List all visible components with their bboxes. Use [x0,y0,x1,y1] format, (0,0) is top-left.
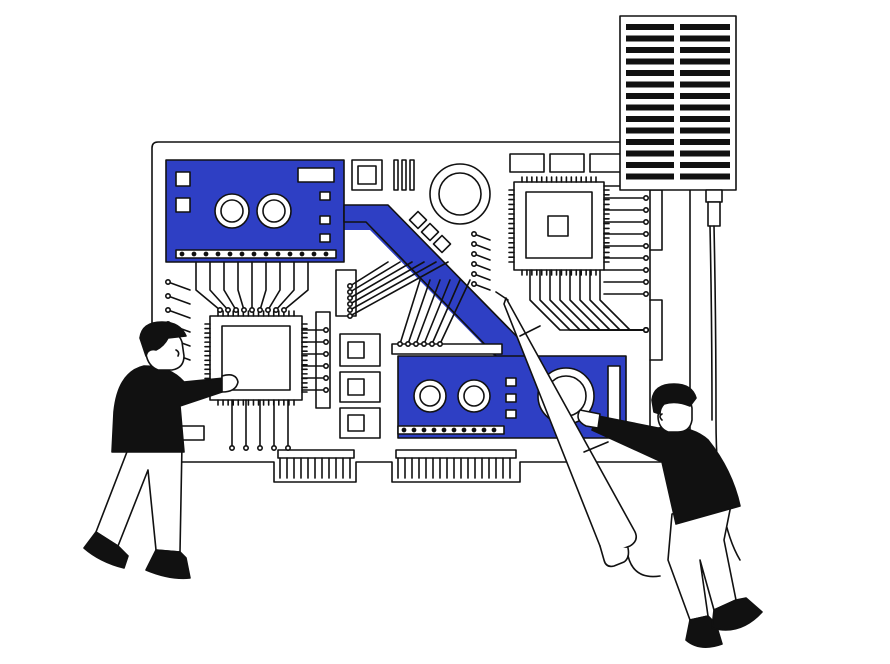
chip-left [204,310,308,406]
blue-module-top [165,159,520,362]
person-right [577,383,763,648]
edge-connector-right [395,449,517,479]
soldering-iron-icon [495,291,661,578]
person-left [83,321,239,580]
heatsink-icon [619,15,741,561]
chip-right [508,176,610,276]
edge-connector-left [277,449,355,479]
